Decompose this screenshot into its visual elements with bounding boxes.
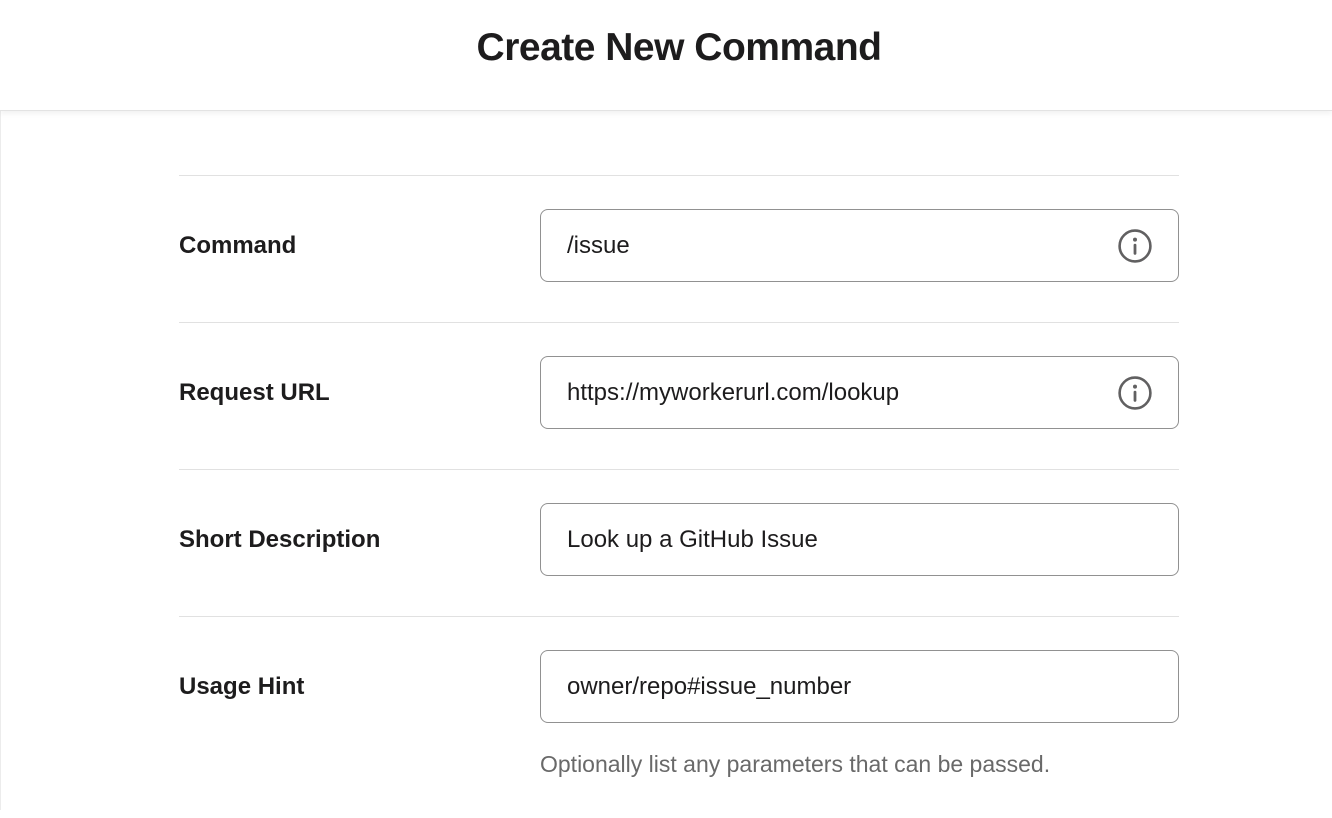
request-url-info-button[interactable] (1117, 375, 1153, 411)
form-row-short-description: Short Description (179, 469, 1179, 616)
usage-hint-label: Usage Hint (179, 673, 305, 700)
usage-hint-input-wrap (540, 650, 1179, 723)
command-form: Command Req (179, 175, 1179, 818)
info-icon (1117, 228, 1153, 267)
form-row-usage-hint: Usage Hint Optionally list any parameter… (179, 616, 1179, 818)
command-input-wrap (540, 209, 1179, 282)
short-description-input-wrap (540, 503, 1179, 576)
page-header: Create New Command (0, 0, 1332, 111)
command-label: Command (179, 232, 297, 259)
info-icon (1117, 375, 1153, 414)
usage-hint-input[interactable] (540, 650, 1179, 723)
command-input[interactable] (540, 209, 1179, 282)
usage-hint-helper-text: Optionally list any parameters that can … (540, 751, 1051, 777)
request-url-input-wrap (540, 356, 1179, 429)
short-description-label: Short Description (179, 526, 381, 553)
page-title: Create New Command (476, 26, 882, 69)
request-url-input[interactable] (540, 356, 1179, 429)
form-row-request-url: Request URL (179, 322, 1179, 469)
request-url-label: Request URL (179, 379, 330, 406)
short-description-input[interactable] (540, 503, 1179, 576)
form-row-command: Command (179, 175, 1179, 322)
command-info-button[interactable] (1117, 228, 1153, 264)
form-container: Command Req (0, 111, 1332, 810)
